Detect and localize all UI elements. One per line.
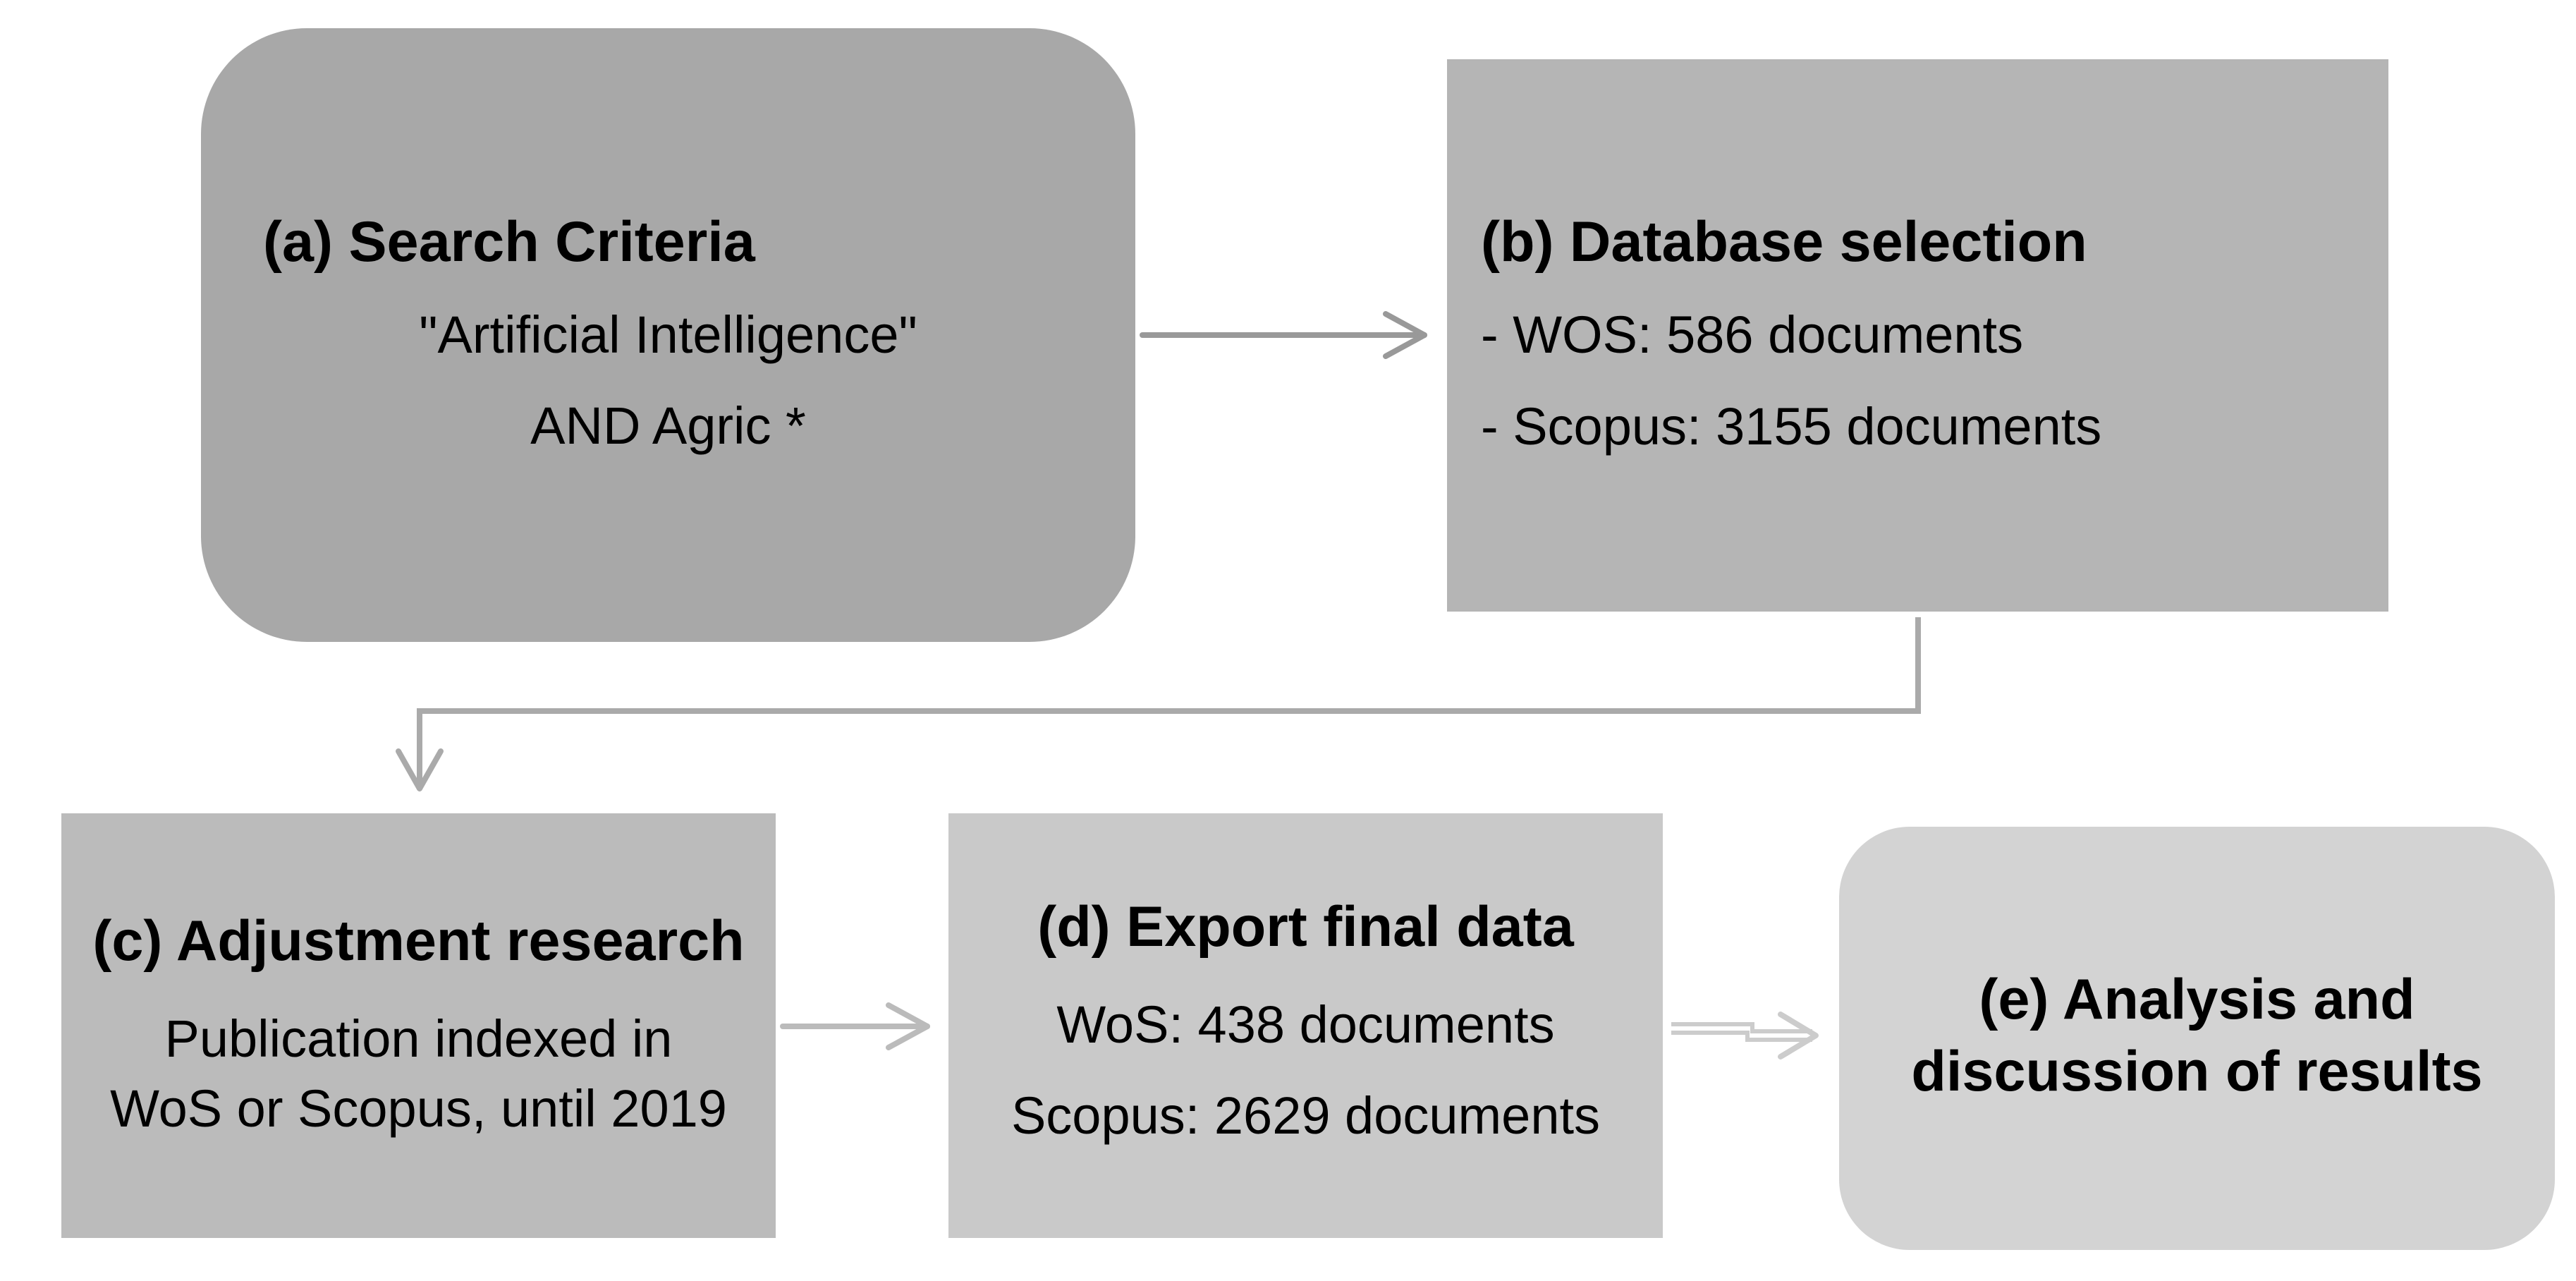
database-selection-line-1: - WOS: 586 documents <box>1481 305 2024 364</box>
adjustment-research-title: (c) Adjustment research <box>92 909 745 973</box>
arrow-d-to-e <box>1671 1012 1819 1060</box>
search-criteria-title: (a) Search Criteria <box>263 210 755 274</box>
analysis-discussion-box: (e) Analysis and discussion of results <box>1839 827 2555 1250</box>
adjustment-research-line-2: WoS or Scopus, until 2019 <box>110 1079 727 1138</box>
search-criteria-line-2: AND Agric * <box>530 396 806 455</box>
adjustment-research-line-1: Publication indexed in <box>164 1009 673 1068</box>
database-selection-line-2: - Scopus: 3155 documents <box>1481 397 2102 456</box>
export-final-data-box: (d) Export final data WoS: 438 documents… <box>948 813 1663 1238</box>
search-criteria-box: (a) Search Criteria "Artificial Intellig… <box>201 28 1135 642</box>
database-selection-box: (b) Database selection - WOS: 586 docume… <box>1447 59 2388 612</box>
search-criteria-line-1: "Artificial Intelligence" <box>419 305 917 364</box>
export-final-data-title: (d) Export final data <box>1037 895 1574 959</box>
export-final-data-line-1: WoS: 438 documents <box>1056 995 1555 1054</box>
export-final-data-line-2: Scopus: 2629 documents <box>1011 1086 1601 1145</box>
analysis-discussion-title-line-2: discussion of results <box>1911 1040 2483 1103</box>
analysis-discussion-title-line-1: (e) Analysis and <box>1979 968 2415 1031</box>
arrow-b-to-c <box>396 617 1921 791</box>
database-selection-title: (b) Database selection <box>1481 210 2087 274</box>
arrow-a-to-b <box>1140 311 1427 359</box>
arrow-c-to-d <box>780 1002 930 1050</box>
adjustment-research-box: (c) Adjustment research Publication inde… <box>61 813 776 1238</box>
